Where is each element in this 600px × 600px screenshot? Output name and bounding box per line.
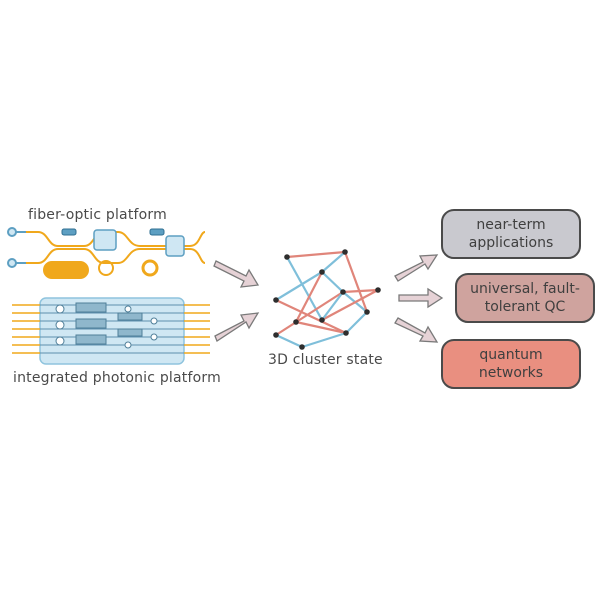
cluster-edge: [275, 271, 323, 301]
cluster-edge: [286, 256, 323, 321]
cluster-edge: [275, 334, 303, 348]
cluster-edge: [345, 311, 368, 334]
arrow-fiber-to-cluster: [213, 260, 260, 288]
quantum-networks-box: quantum networks: [441, 339, 581, 389]
cluster-node: [364, 309, 370, 315]
cluster-node: [375, 287, 381, 293]
cluster-state-label: 3D cluster state: [268, 352, 383, 368]
cluster-node: [299, 344, 305, 350]
cluster-edge: [275, 299, 347, 334]
cluster-edge: [343, 251, 369, 313]
arrow-chip-to-cluster: [214, 312, 260, 342]
photon-source-icon: [7, 227, 26, 268]
cluster-edge: [275, 291, 344, 336]
fault-tolerant-qc-text: universal, fault- tolerant QC: [470, 281, 580, 315]
cluster-edge: [321, 271, 344, 293]
cluster-edge: [295, 320, 347, 335]
cluster-edge: [301, 331, 347, 349]
cluster-edge: [295, 271, 323, 323]
cluster-node: [284, 254, 290, 260]
arrow-to-networks: [394, 317, 439, 343]
cluster-state-graph: [273, 249, 381, 350]
cluster-edge: [321, 291, 344, 321]
cluster-edge: [321, 251, 346, 273]
cluster-node: [340, 289, 346, 295]
cluster-node: [273, 332, 279, 338]
cluster-node: [342, 249, 348, 255]
cluster-node: [319, 317, 325, 323]
cluster-node: [343, 330, 349, 336]
fiber-optic-platform-label: fiber-optic platform: [28, 207, 167, 223]
integrated-photonic-platform-label: integrated photonic platform: [13, 370, 221, 386]
near-term-applications-box: near-term applications: [441, 209, 581, 259]
arrow-to-near-term: [394, 254, 439, 282]
cluster-edge: [321, 289, 379, 321]
cluster-edge: [286, 250, 346, 259]
cluster-node: [293, 319, 299, 325]
fault-tolerant-qc-box: universal, fault- tolerant QC: [455, 273, 595, 323]
fiber-optic-circuit: [7, 227, 206, 279]
quantum-networks-text: quantum networks: [478, 347, 544, 381]
cluster-node: [273, 297, 279, 303]
cluster-node: [319, 269, 325, 275]
cluster-edge: [342, 288, 379, 294]
photonic-chip: [12, 297, 210, 365]
arrow-to-fault-tolerant: [398, 287, 444, 309]
near-term-applications-text: near-term applications: [468, 217, 554, 251]
